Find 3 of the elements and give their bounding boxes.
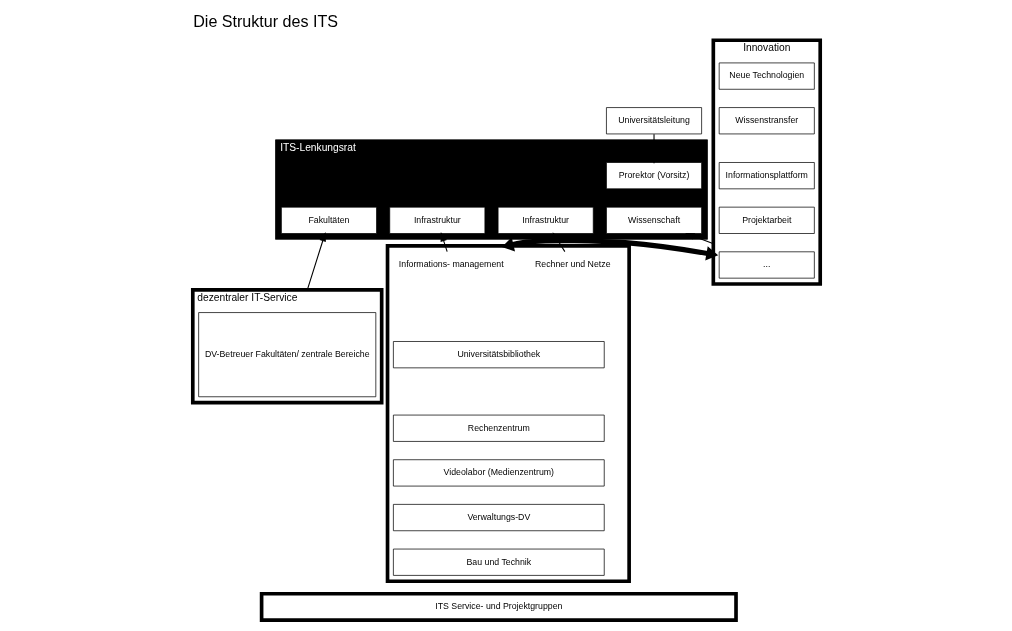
node-text: Informations- management xyxy=(398,259,504,270)
node-text: Rechner und Netze xyxy=(534,259,611,270)
diagram-title: Die Struktur des ITS xyxy=(192,11,338,30)
